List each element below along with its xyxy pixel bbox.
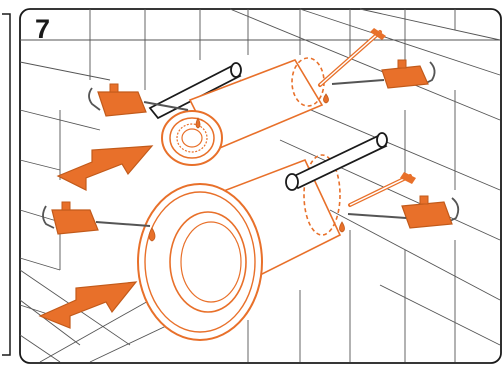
arrow-icon: [56, 145, 154, 191]
lower-brush-icon: [348, 172, 416, 207]
step-number: 7: [35, 14, 51, 44]
lubricant-drop-icon: [323, 93, 329, 104]
left-edge-bracket: [2, 13, 11, 356]
oil-can-icon: [42, 201, 151, 235]
lubricant-drop-icon: [195, 117, 201, 129]
oil-can-icon: [331, 59, 436, 89]
upper-pipe-icon: [148, 62, 242, 120]
oil-can-icon: [88, 83, 189, 117]
upper-brush-icon: [318, 28, 386, 87]
lower-pipe-icon: [285, 132, 388, 191]
oil-can-icon: [347, 195, 460, 229]
panel-frame: [19, 8, 502, 364]
lubricant-drop-icon: [339, 221, 345, 233]
upper-threaded-fitting-icon: [161, 110, 223, 166]
arrow-icon: [38, 281, 138, 329]
lower-flange-fitting-icon: [137, 183, 263, 341]
lubricant-drop-icon: [148, 227, 156, 242]
